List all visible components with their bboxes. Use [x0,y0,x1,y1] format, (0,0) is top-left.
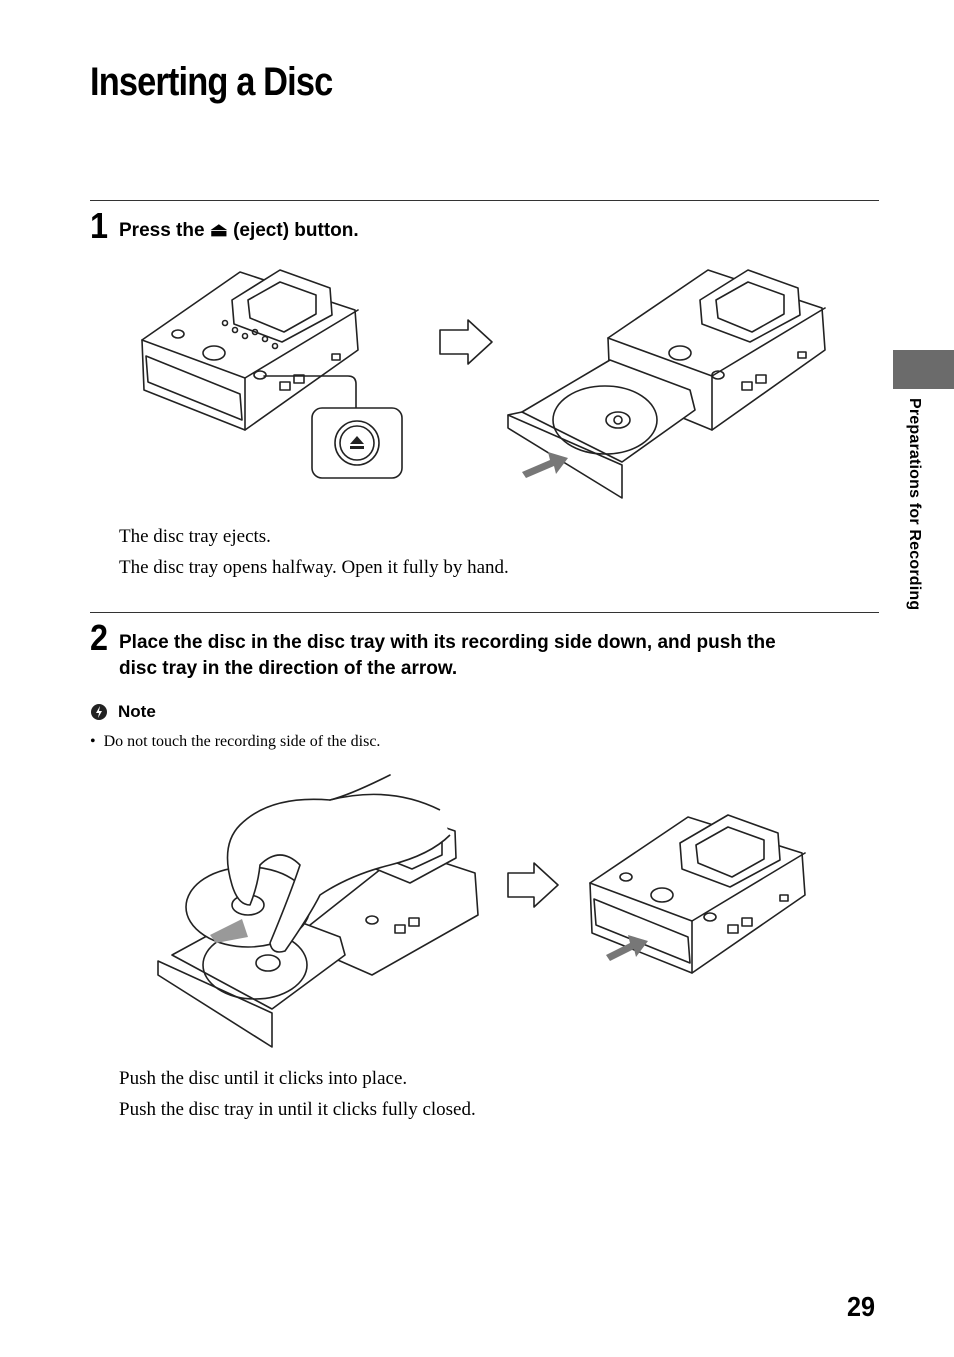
hand-placing-disc-illustration [157,774,479,1048]
note-icon [90,703,108,721]
right-arrow-icon [439,319,493,365]
note-bullet: • [90,733,96,750]
step2-result-line2: Push the disc tray in until it clicks fu… [119,1099,476,1120]
note-heading: Note [90,702,156,722]
step2-result-line1: Push the disc until it clicks into place… [119,1068,408,1089]
recorder-closed-after-illustration [589,814,806,974]
recorder-closed-illustration [141,269,403,479]
step1-number: 1 [90,205,109,246]
step1-illustration [130,260,860,510]
step2-instruction-line2: disc tray in the direction of the arrow. [119,658,458,679]
section-tab-label: Preparations for Recording [906,398,923,611]
recorder-tray-open-illustration [507,269,826,499]
step1-suffix: (eject) button. [233,220,359,241]
step1-result-line1: The disc tray ejects. [119,526,271,547]
eject-icon: ⏏ [209,220,228,241]
note-label: Note [118,702,156,721]
note-text: Do not touch the recording side of the d… [103,733,381,750]
page-title: Inserting a Disc [90,60,333,104]
step1-instruction: Press the ⏏ (eject) button. [119,218,359,244]
section-tab-marker [893,350,954,389]
step2-instruction-line1: Place the disc in the disc tray with its… [119,632,776,653]
step2-illustration [150,765,820,1055]
step1-divider [90,200,879,201]
step1-result-line2: The disc tray opens halfway. Open it ful… [119,557,509,578]
step1-prefix: Press the [119,220,205,241]
step2-divider [90,612,879,613]
step2-instruction: Place the disc in the disc tray with its… [119,630,879,682]
page-number: 29 [847,1291,876,1322]
step2-number: 2 [90,617,109,658]
right-arrow-icon [507,862,559,908]
note-item: • Do not touch the recording side of the… [90,733,380,751]
